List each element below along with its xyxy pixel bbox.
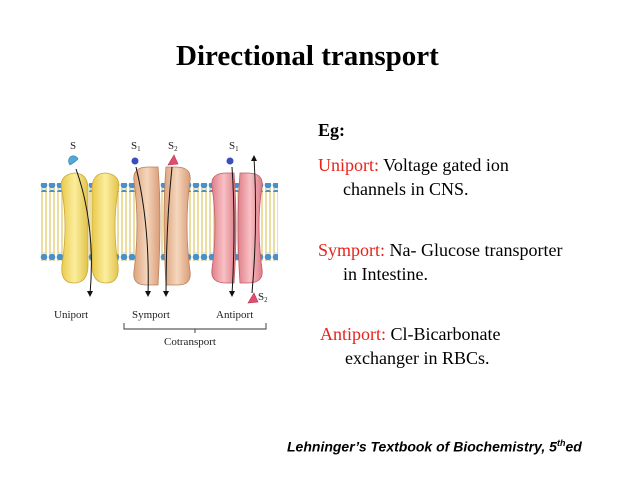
cotransport-label: Cotransport [164,336,216,348]
symport-arrow-s1 [135,166,149,296]
symport-arrow-s2 [165,166,173,296]
symport-s2-label: S2 [168,140,178,153]
antiport-description-cont: exchanger in RBCs. [345,348,490,368]
symport-label: Symport [132,309,170,321]
uniport-description-cont: channels in CNS. [343,179,469,199]
membrane-transport-diagram: S S1 S2 S1 S2 Uniport Symport Antiport C… [40,140,278,348]
symport-s2-molecule [167,154,179,166]
arrowheads [87,155,257,297]
examples-heading: Eg: [318,120,345,140]
antiport-label: Antiport [216,309,253,321]
symport-example: Symport: Na- Glucose transporter in Inte… [318,238,633,286]
antiport-description: Cl-Bicarbonate [386,324,501,344]
antiport-transporter [211,172,263,284]
uniport-arrow [75,168,92,296]
symport-s1-label: S1 [131,140,141,153]
uniport-term: Uniport: [318,155,379,175]
antiport-s1-label: S1 [229,140,239,153]
symport-description: Na- Glucose transporter [385,240,563,260]
cotransport-bracket [123,323,267,330]
transport-arrows [75,156,257,296]
uniport-label: Uniport [54,309,88,321]
antiport-arrow-s2 [251,156,257,294]
symport-term: Symport: [318,240,386,260]
antiport-example: Antiport: Cl-Bicarbonate exchanger in RB… [320,322,635,370]
source-citation: Lehninger’s Textbook of Biochemistry, 5t… [287,438,582,455]
symport-transporter [133,166,191,286]
antiport-s1-molecule [226,157,234,165]
symport-description-cont: in Intestine. [343,264,428,284]
substrate-s-molecule [68,155,79,166]
symport-s1-molecule [131,157,139,165]
antiport-term: Antiport: [320,324,386,344]
uniport-description: Voltage gated ion [379,155,509,175]
substrate-s-label: S [70,140,76,152]
antiport-s2-molecule [247,292,259,304]
uniport-example: Uniport: Voltage gated ion channels in C… [318,153,633,201]
uniport-transporter [60,172,120,284]
slide-title: Directional transport [176,40,439,72]
antiport-s2-label: S2 [258,291,268,304]
antiport-arrow-s1 [231,166,235,296]
